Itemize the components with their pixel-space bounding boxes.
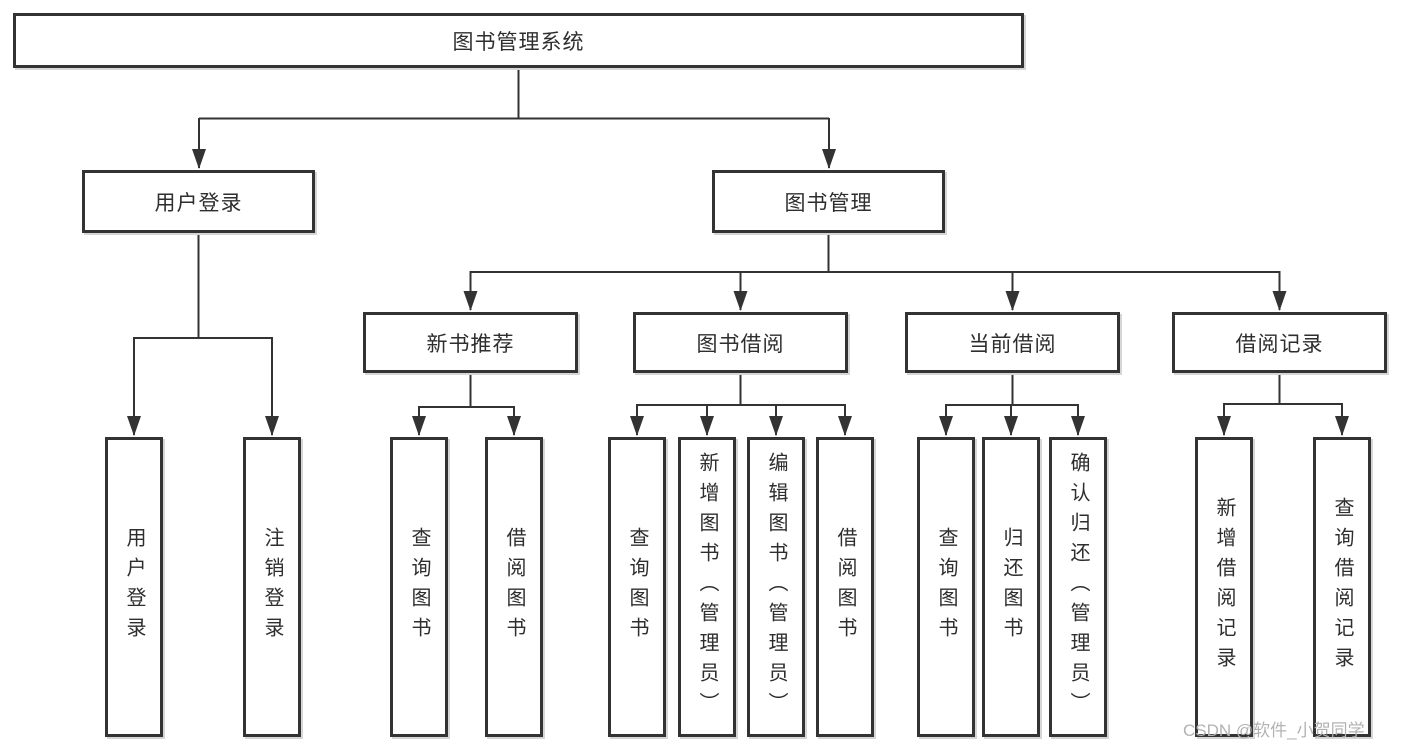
node-current-borrowing: 当前借阅 bbox=[905, 312, 1120, 373]
node-edit-books-admin: 编辑图书（管理员） bbox=[747, 437, 805, 737]
node-label: 用户登录 bbox=[123, 527, 145, 647]
node-query-books-recommend: 查询图书 bbox=[390, 437, 448, 737]
node-label: 当前借阅 bbox=[968, 332, 1057, 356]
node-label: 注销登录 bbox=[261, 527, 283, 647]
node-user-login-leaf: 用户登录 bbox=[105, 437, 163, 737]
node-book-borrowing: 图书借阅 bbox=[633, 312, 848, 373]
node-label: 归还图书 bbox=[1000, 527, 1022, 647]
node-book-management: 图书管理 bbox=[712, 170, 945, 233]
node-label: 查询图书 bbox=[408, 527, 430, 647]
node-label: 图书借阅 bbox=[696, 332, 785, 356]
node-query-borrow-record: 查询借阅记录 bbox=[1313, 437, 1371, 737]
node-label: 编辑图书（管理员） bbox=[765, 452, 787, 722]
node-logout: 注销登录 bbox=[243, 437, 301, 737]
node-confirm-return-admin: 确认归还（管理员） bbox=[1049, 437, 1107, 737]
node-label: 用户登录 bbox=[154, 191, 243, 215]
node-label: 借阅记录 bbox=[1235, 332, 1324, 356]
node-query-books-current: 查询图书 bbox=[917, 437, 975, 737]
node-borrow-books-borrowing: 借阅图书 bbox=[816, 437, 874, 737]
node-query-books-borrowing: 查询图书 bbox=[608, 437, 666, 737]
node-label: 查询图书 bbox=[626, 527, 648, 647]
node-return-books: 归还图书 bbox=[982, 437, 1040, 737]
node-label: 借阅图书 bbox=[834, 527, 856, 647]
node-add-books-admin: 新增图书（管理员） bbox=[678, 437, 736, 737]
node-label: 查询借阅记录 bbox=[1331, 497, 1353, 677]
node-label: 新书推荐 bbox=[426, 332, 515, 356]
node-label: 查询图书 bbox=[935, 527, 957, 647]
node-label: 新增借阅记录 bbox=[1213, 497, 1235, 677]
node-label: 新增图书（管理员） bbox=[696, 452, 718, 722]
node-borrow-books-recommend: 借阅图书 bbox=[485, 437, 543, 737]
node-add-borrow-record: 新增借阅记录 bbox=[1195, 437, 1253, 737]
node-library-management-system: 图书管理系统 bbox=[13, 13, 1024, 68]
node-label: 借阅图书 bbox=[503, 527, 525, 647]
node-label: 图书管理系统 bbox=[452, 30, 585, 54]
node-user-login: 用户登录 bbox=[82, 170, 315, 233]
node-borrowing-records: 借阅记录 bbox=[1172, 312, 1387, 373]
node-new-book-recommendation: 新书推荐 bbox=[363, 312, 578, 373]
watermark: CSDN @软件_小贺同学 bbox=[1183, 721, 1365, 740]
node-label: 图书管理 bbox=[784, 191, 873, 215]
node-label: 确认归还（管理员） bbox=[1067, 452, 1089, 722]
